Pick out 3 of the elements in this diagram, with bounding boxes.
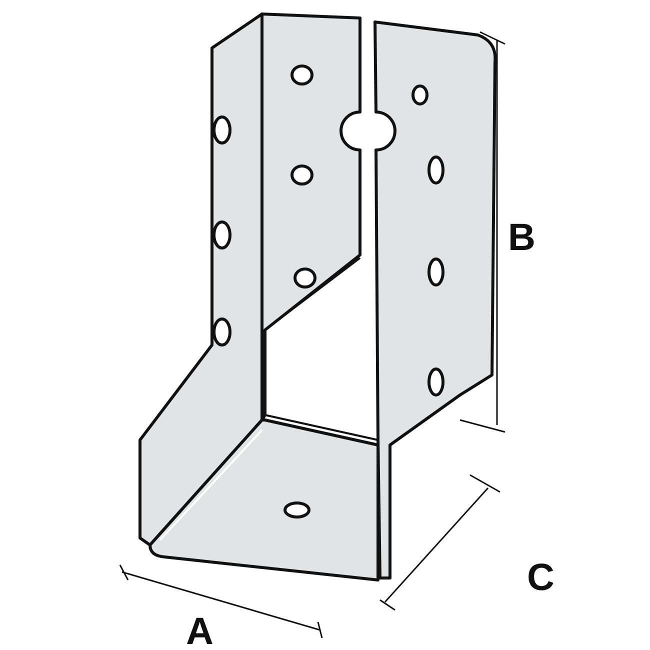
dimension-label: B (508, 218, 536, 258)
dimension-label: C (527, 558, 554, 598)
dimension-label: A (186, 612, 214, 650)
